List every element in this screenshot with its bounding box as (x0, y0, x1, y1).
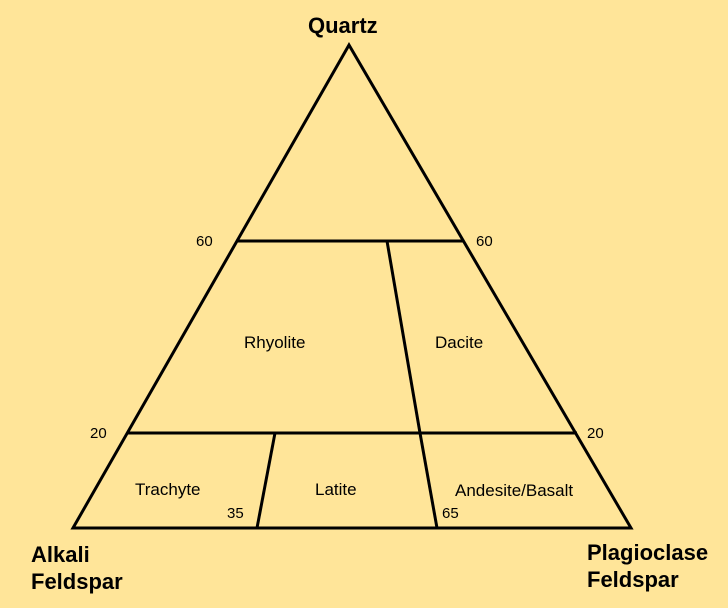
vertex-label-quartz: Quartz (308, 13, 378, 38)
tick-20-left: 20 (90, 425, 107, 442)
vertex-label-alkali-line1: Alkali (31, 542, 90, 567)
vertex-label-plagioclase-feldspar: Plagioclase Feldspar (587, 539, 708, 593)
field-dacite: Dacite (435, 333, 484, 352)
tick-20-right: 20 (587, 425, 604, 442)
triangle-outline (70, 42, 634, 530)
plag-35-boundary (255, 432, 277, 529)
vertex-label-alkali-feldspar: Alkali Feldspar (31, 541, 123, 595)
plag-65-boundary-upper (385, 240, 422, 434)
vertex-label-plag-line1: Plagioclase (587, 540, 709, 565)
tick-60-left: 60 (196, 233, 213, 250)
tick-35: 35 (227, 505, 244, 522)
field-trachyte: Trachyte (135, 480, 201, 499)
vertex-label-alkali-line2: Feldspar (31, 569, 123, 594)
field-andesite-basalt: Andesite/Basalt (455, 481, 574, 500)
field-latite: Latite (315, 480, 357, 499)
plag-65-boundary-lower (418, 432, 439, 529)
field-rhyolite: Rhyolite (244, 333, 306, 352)
vertex-label-plag-line2: Feldspar (587, 567, 679, 592)
tick-65: 65 (442, 505, 459, 522)
tick-60-right: 60 (476, 233, 493, 250)
